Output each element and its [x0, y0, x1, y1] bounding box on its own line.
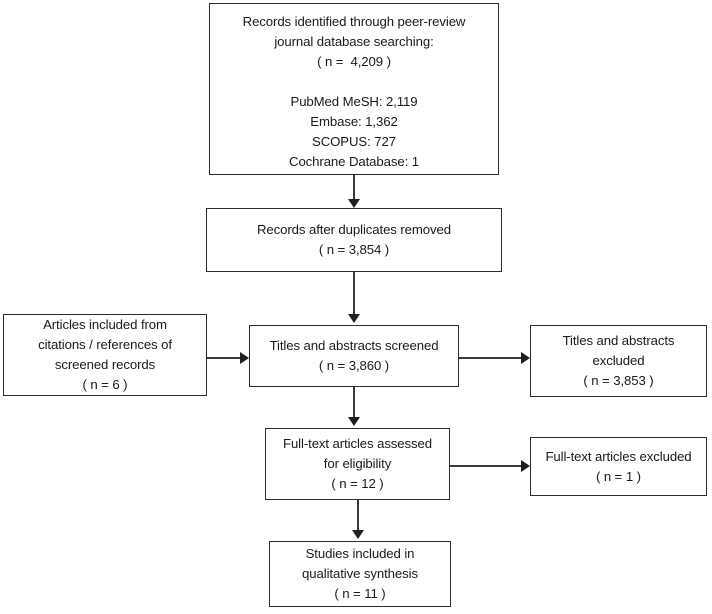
arrowhead-right-icon: [521, 460, 530, 472]
box-line: Embase: 1,362: [310, 114, 398, 129]
box-line: citations / references of: [38, 337, 172, 352]
box-studies-included: Studies included in qualitative synthesi…: [269, 541, 451, 607]
box-line: ( n = 3,860 ): [318, 358, 390, 373]
arrowhead-right-icon: [521, 352, 530, 364]
box-line: ( n = 12 ): [331, 476, 384, 491]
connector-fulltext-to-studies: [357, 500, 359, 531]
box-line: Titles and abstracts: [562, 333, 675, 348]
box-fulltext-assessed: Full-text articles assessed for eligibil…: [265, 428, 450, 500]
arrowhead-down-icon: [348, 199, 360, 208]
box-line: ( n = 1 ): [596, 468, 641, 484]
box-line: Articles included from: [43, 317, 167, 332]
box-line: Cochrane Database: 1: [289, 154, 419, 169]
box-line: Full-text articles excluded: [545, 448, 692, 464]
box-line: Studies included in: [305, 546, 415, 561]
box-citations-included: Articles included from citations / refer…: [3, 314, 207, 396]
arrowhead-down-icon: [348, 314, 360, 323]
box-records-identified: Records identified through peer-review j…: [209, 3, 499, 175]
arrowhead-right-icon: [240, 352, 249, 364]
box-line: Records identified through peer-review: [242, 14, 466, 29]
box-line: excluded: [592, 353, 645, 368]
connector-citations-to-screened: [207, 357, 242, 359]
box-titles-screened: Titles and abstracts screened ( n = 3,86…: [249, 325, 459, 387]
connector-fulltext-to-excluded: [450, 465, 523, 467]
box-line: ( n = 3,853 ): [583, 373, 654, 388]
box-line: Records after duplicates removed: [257, 222, 451, 237]
box-line: Titles and abstracts screened: [269, 338, 439, 353]
box-line: journal database searching:: [274, 34, 434, 49]
box-duplicates-removed: Records after duplicates removed ( n = 3…: [206, 208, 502, 272]
box-line: PubMed MeSH: 2,119: [290, 94, 418, 109]
box-line: qualitative synthesis: [302, 566, 418, 581]
connector-screened-to-fulltext: [353, 387, 355, 418]
connector-duplicates-to-screened: [353, 272, 355, 314]
box-titles-excluded: Titles and abstracts excluded ( n = 3,85…: [530, 325, 707, 397]
box-fulltext-excluded: Full-text articles excluded ( n = 1 ): [530, 437, 707, 496]
box-line: ( n = 11 ): [334, 586, 386, 601]
arrowhead-down-icon: [352, 530, 364, 539]
box-line: Full-text articles assessed: [282, 436, 432, 451]
box-line: for eligibility: [323, 456, 392, 471]
connector-identified-to-duplicates: [353, 175, 355, 200]
box-line: ( n = 6 ): [82, 377, 128, 392]
box-line: screened records: [54, 357, 156, 372]
box-line: SCOPUS: 727: [312, 134, 396, 149]
box-line: ( n = 3,854 ): [318, 242, 390, 257]
arrowhead-down-icon: [348, 417, 360, 426]
connector-screened-to-excluded: [459, 357, 523, 359]
box-line: ( n = 4,209 ): [317, 54, 391, 69]
